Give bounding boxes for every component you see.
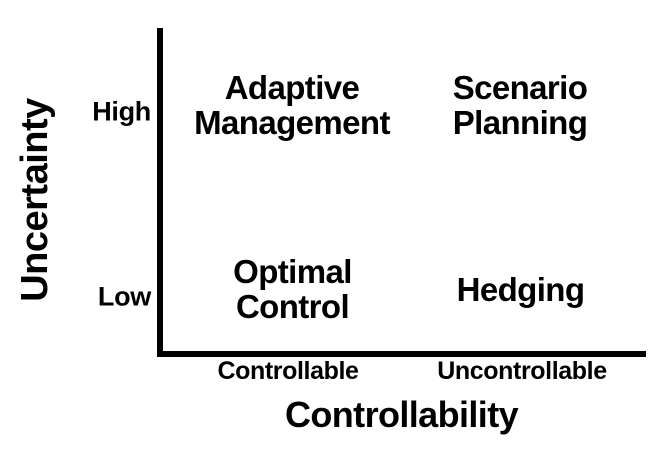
y-axis-title: Uncertainty [0, 0, 70, 400]
quadrant-adaptive-management: Adaptive Management [194, 69, 390, 142]
x-axis-line [157, 351, 646, 357]
x-tick-uncontrollable: Uncontrollable [437, 357, 607, 385]
x-axis-title: Controllability [285, 394, 519, 435]
y-axis-title-text: Uncertainty [14, 98, 56, 302]
quadrant-scenario-planning: Scenario Planning [452, 69, 588, 142]
y-axis-line [157, 28, 163, 357]
quadrant-hedging: Hedging [456, 271, 585, 308]
x-tick-controllable: Controllable [217, 357, 359, 385]
quadrant-optimal-control: Optimal Control [233, 253, 352, 326]
y-tick-high-label: High [92, 96, 151, 127]
y-tick-low-label: Low [97, 281, 151, 312]
